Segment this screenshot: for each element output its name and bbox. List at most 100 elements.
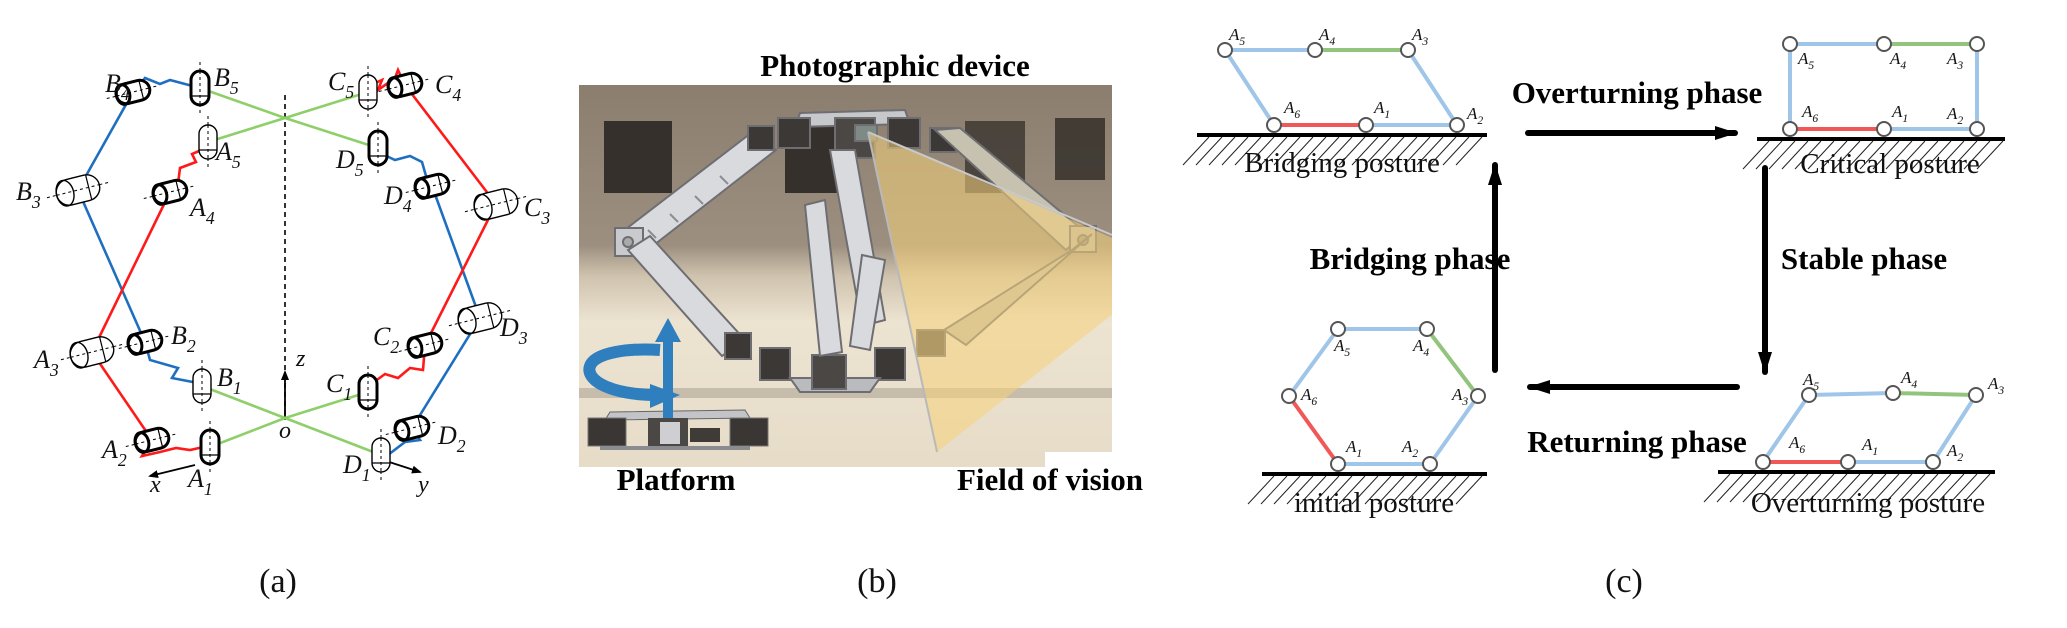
joint-D3: D3 <box>448 302 528 348</box>
joint-label-C3: C3 <box>524 193 550 228</box>
node-label-A2: A2 <box>1946 104 1963 127</box>
green-link-A5 <box>207 116 286 144</box>
ground-hatch <box>1703 473 1991 503</box>
node-label-A6: A6 <box>1283 98 1300 121</box>
joint-label-C1: C1 <box>326 369 352 404</box>
joint-node-A6 <box>1266 117 1282 133</box>
stable-phase-label: Stable phase <box>1781 241 1947 276</box>
panel-c-caption: (c) <box>1605 563 1643 600</box>
posture-label-overturning: Overturning posture <box>1751 487 1985 519</box>
joint-C3: C3 <box>464 188 550 228</box>
joint-node-A4 <box>1307 42 1323 58</box>
returning-phase-label: Returning phase <box>1527 424 1747 459</box>
link-A4-A3 <box>1425 327 1480 398</box>
joint-A3: A3 <box>32 336 124 380</box>
node-label-A3: A3 <box>1946 49 1963 72</box>
joint-label-A2: A2 <box>100 435 127 470</box>
z-axis-label: z <box>295 346 306 372</box>
joint-node-A2 <box>1925 454 1941 470</box>
link-A6-A5 <box>1223 48 1276 127</box>
link-A6-A5 <box>1287 327 1340 398</box>
node-label-A1: A1 <box>1861 435 1878 458</box>
joint-A1: A1 <box>186 421 221 499</box>
node-label-A5: A5 <box>1797 49 1814 72</box>
joint-node-A1 <box>1358 117 1374 133</box>
posture-label-bridging: Bridging posture <box>1244 147 1440 179</box>
joint-node-A3 <box>1968 387 1984 403</box>
node-label-A5: A5 <box>1802 370 1819 393</box>
blue-chain-segment <box>76 189 147 343</box>
joint-label-C5: C5 <box>328 67 354 102</box>
joint-node-A3 <box>1470 388 1486 404</box>
fov-edge-upper <box>867 131 1112 236</box>
green-link-D5 <box>284 116 379 150</box>
red-chain-segment <box>423 203 498 346</box>
node-label-A4: A4 <box>1412 336 1429 359</box>
revolute-joint-icon <box>192 368 212 404</box>
platform-model <box>587 409 769 450</box>
joint-A4: A4 <box>143 178 215 228</box>
joint-D4: D4 <box>383 172 459 216</box>
joint-label-A1: A1 <box>186 464 213 499</box>
joint-B1: B1 <box>192 360 242 412</box>
platform-label: Platform <box>617 462 736 497</box>
panel-b-robot-photo <box>579 85 1112 467</box>
joint-C4: C4 <box>378 70 461 105</box>
fov-edge-lower <box>867 131 938 453</box>
panel-a-caption: (a) <box>259 563 297 600</box>
joint-label-D5: D5 <box>335 145 364 180</box>
revolute-joint-icon <box>371 437 391 473</box>
joint-node-A6 <box>1782 121 1798 137</box>
x-axis-arrow <box>148 464 196 478</box>
joint-node-A2 <box>1422 456 1438 472</box>
revolute-joint-icon <box>199 428 221 466</box>
node-label-A4: A4 <box>1318 25 1335 48</box>
joint-label-A3: A3 <box>32 345 59 380</box>
red-chain-segment <box>90 351 154 441</box>
joint-node-A6 <box>1281 388 1297 404</box>
node-label-A6: A6 <box>1801 102 1818 125</box>
joint-node-A1 <box>1840 454 1856 470</box>
joint-D5: D5 <box>335 122 389 180</box>
ground-hatch <box>1742 140 2004 170</box>
node-label-A1: A1 <box>1345 437 1362 460</box>
node-label-A3: A3 <box>1987 374 2004 397</box>
x-axis-label: x <box>149 472 161 498</box>
joint-A5: A5 <box>198 116 241 172</box>
green-link-A1 <box>209 416 286 449</box>
rotate-and-lift-arrows-icon <box>583 318 681 418</box>
photographic-device-label: Photographic device <box>760 48 1030 83</box>
joint-B5: B5 <box>189 62 239 114</box>
joint-D1: D1 <box>342 429 391 485</box>
panel-b-caption: (b) <box>857 563 897 600</box>
node-label-A2: A2 <box>1401 437 1418 460</box>
link-A6-A5 <box>1761 393 1811 464</box>
joint-node-A1 <box>1330 456 1346 472</box>
blue-chain-segment <box>143 341 199 385</box>
field-of-vision-cone <box>868 132 1112 452</box>
joint-node-A4 <box>1876 36 1892 52</box>
ground-hatch <box>1247 475 1483 505</box>
green-link-B5 <box>199 86 286 120</box>
green-link-C1 <box>284 390 369 420</box>
red-chain-segment <box>367 66 407 94</box>
joint-label-B2: B2 <box>171 321 196 356</box>
joint-label-C4: C4 <box>435 70 461 105</box>
joint-label-D1: D1 <box>342 450 371 485</box>
node-label-A1: A1 <box>1373 98 1390 121</box>
y-axis-label: y <box>416 472 429 498</box>
green-link-D1 <box>284 416 382 457</box>
joint-label-B3: B3 <box>16 177 41 212</box>
joint-B2: B2 <box>118 321 196 356</box>
node-label-A3: A3 <box>1451 385 1468 408</box>
revolute-joint-icon <box>198 124 218 160</box>
joint-label-B4: B4 <box>105 69 130 104</box>
ground-hatch <box>1182 136 1483 166</box>
joint-label-A5: A5 <box>214 137 241 172</box>
joint-node-A3 <box>1969 36 1985 52</box>
revolute-joint-icon <box>357 373 379 411</box>
